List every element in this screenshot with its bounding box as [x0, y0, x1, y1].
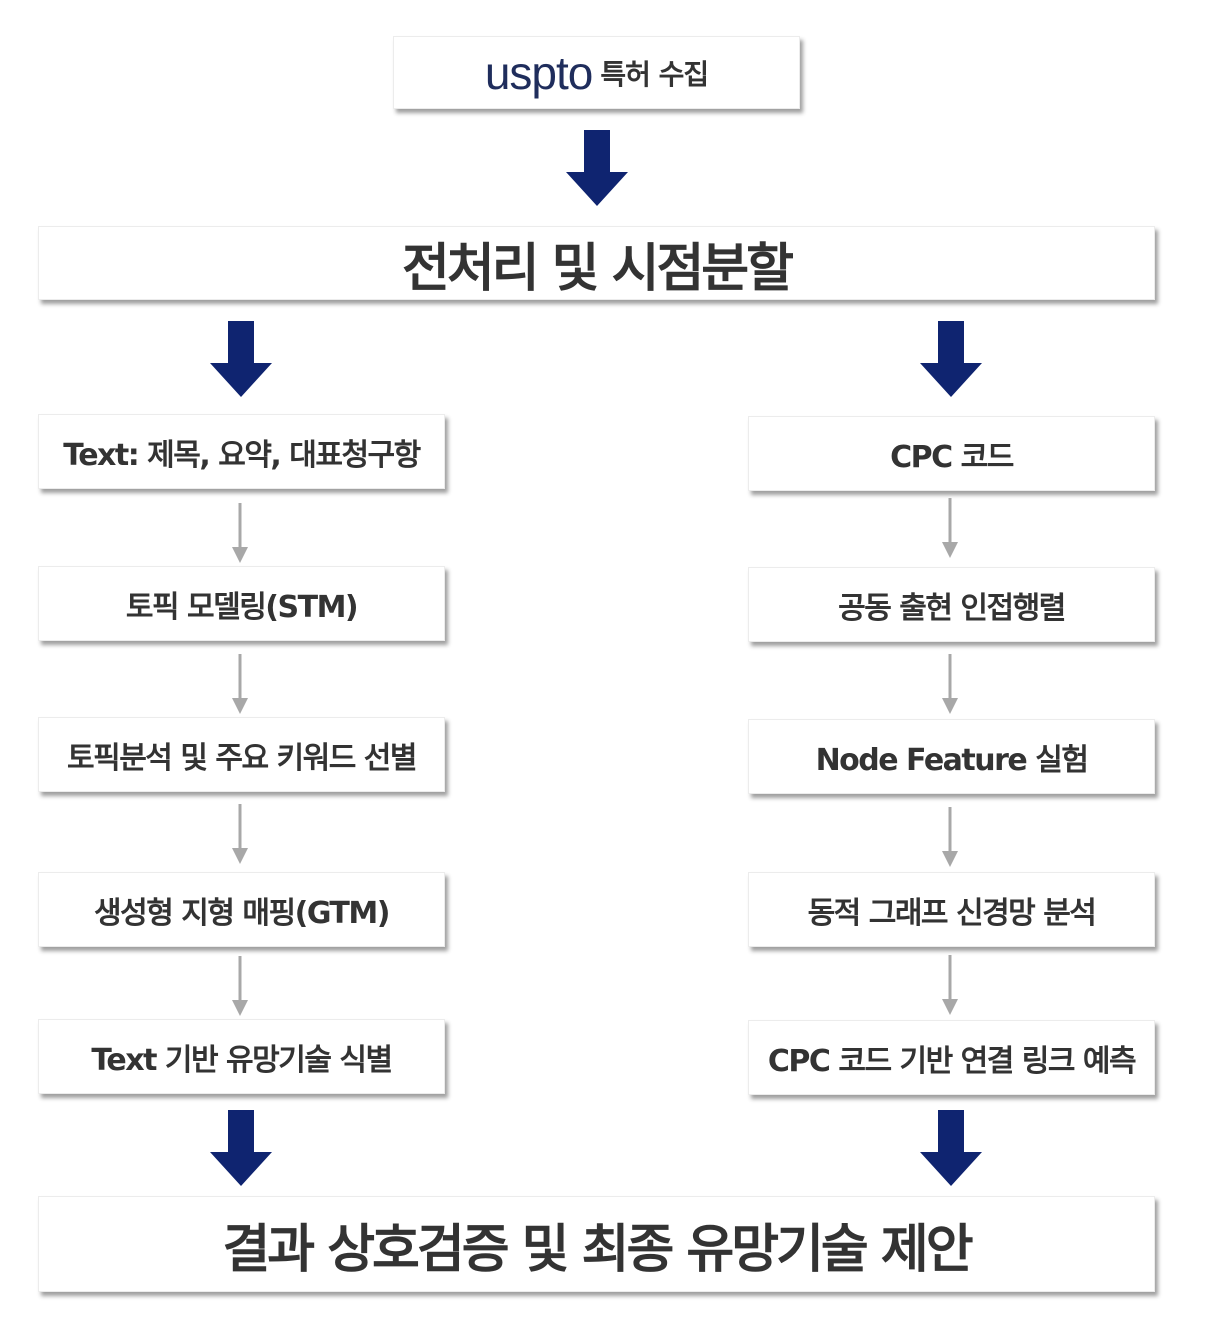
left-step-4-label: 생성형 지형 매핑(GTM)	[94, 895, 390, 931]
result-box: 결과 상호검증 및 최종 유망기술 제안	[38, 1196, 1155, 1292]
small-down-arrow-left-3	[232, 804, 248, 864]
big-down-arrow-top	[566, 130, 628, 206]
left-step-1-box: Text: 제목, 요약, 대표청구항	[38, 414, 445, 489]
left-step-5-box: Text 기반 유망기술 식별	[38, 1019, 445, 1094]
small-down-arrow-right-1	[942, 498, 958, 558]
right-step-1-label: CPC 코드	[890, 439, 1014, 475]
right-step-2-label: 공동 출현 인접행렬	[838, 590, 1066, 626]
patent-collection-box: uspto 특허 수집	[393, 36, 800, 109]
patent-collection-label: 특허 수집	[600, 57, 709, 91]
right-step-4-label: 동적 그래프 신경망 분석	[807, 895, 1097, 931]
big-down-arrow-right-lower	[920, 1110, 982, 1186]
small-down-arrow-right-2	[942, 654, 958, 714]
big-down-arrow-left-upper	[210, 321, 272, 397]
uspto-logo: uspto	[484, 46, 594, 99]
small-down-arrow-left-1	[232, 503, 248, 563]
small-down-arrow-right-3	[942, 807, 958, 867]
left-step-2-label: 토픽 모델링(STM)	[125, 589, 359, 625]
right-step-4-box: 동적 그래프 신경망 분석	[748, 872, 1155, 947]
right-step-5-box: CPC 코드 기반 연결 링크 예측	[748, 1020, 1155, 1095]
result-label: 결과 상호검증 및 최종 유망기술 제안	[222, 1219, 973, 1280]
right-step-3-box: Node Feature 실험	[748, 719, 1155, 794]
big-down-arrow-right-upper	[920, 321, 982, 397]
left-step-3-label: 토픽분석 및 주요 키워드 선별	[67, 740, 417, 776]
right-step-2-box: 공동 출현 인접행렬	[748, 567, 1155, 642]
left-step-3-box: 토픽분석 및 주요 키워드 선별	[38, 717, 445, 792]
left-step-4-box: 생성형 지형 매핑(GTM)	[38, 872, 445, 947]
right-step-3-label: Node Feature 실험	[815, 742, 1089, 778]
preprocessing-label: 전처리 및 시점분할	[402, 238, 794, 299]
right-step-1-box: CPC 코드	[748, 416, 1155, 491]
small-down-arrow-left-4	[232, 956, 248, 1016]
preprocessing-box: 전처리 및 시점분할	[38, 226, 1155, 300]
left-step-1-label: Text: 제목, 요약, 대표청구항	[63, 437, 421, 473]
big-down-arrow-left-lower	[210, 1110, 272, 1186]
right-step-5-label: CPC 코드 기반 연결 링크 예측	[767, 1043, 1137, 1079]
small-down-arrow-right-4	[942, 955, 958, 1015]
small-down-arrow-left-2	[232, 654, 248, 714]
left-step-2-box: 토픽 모델링(STM)	[38, 566, 445, 641]
left-step-5-label: Text 기반 유망기술 식별	[91, 1042, 393, 1078]
